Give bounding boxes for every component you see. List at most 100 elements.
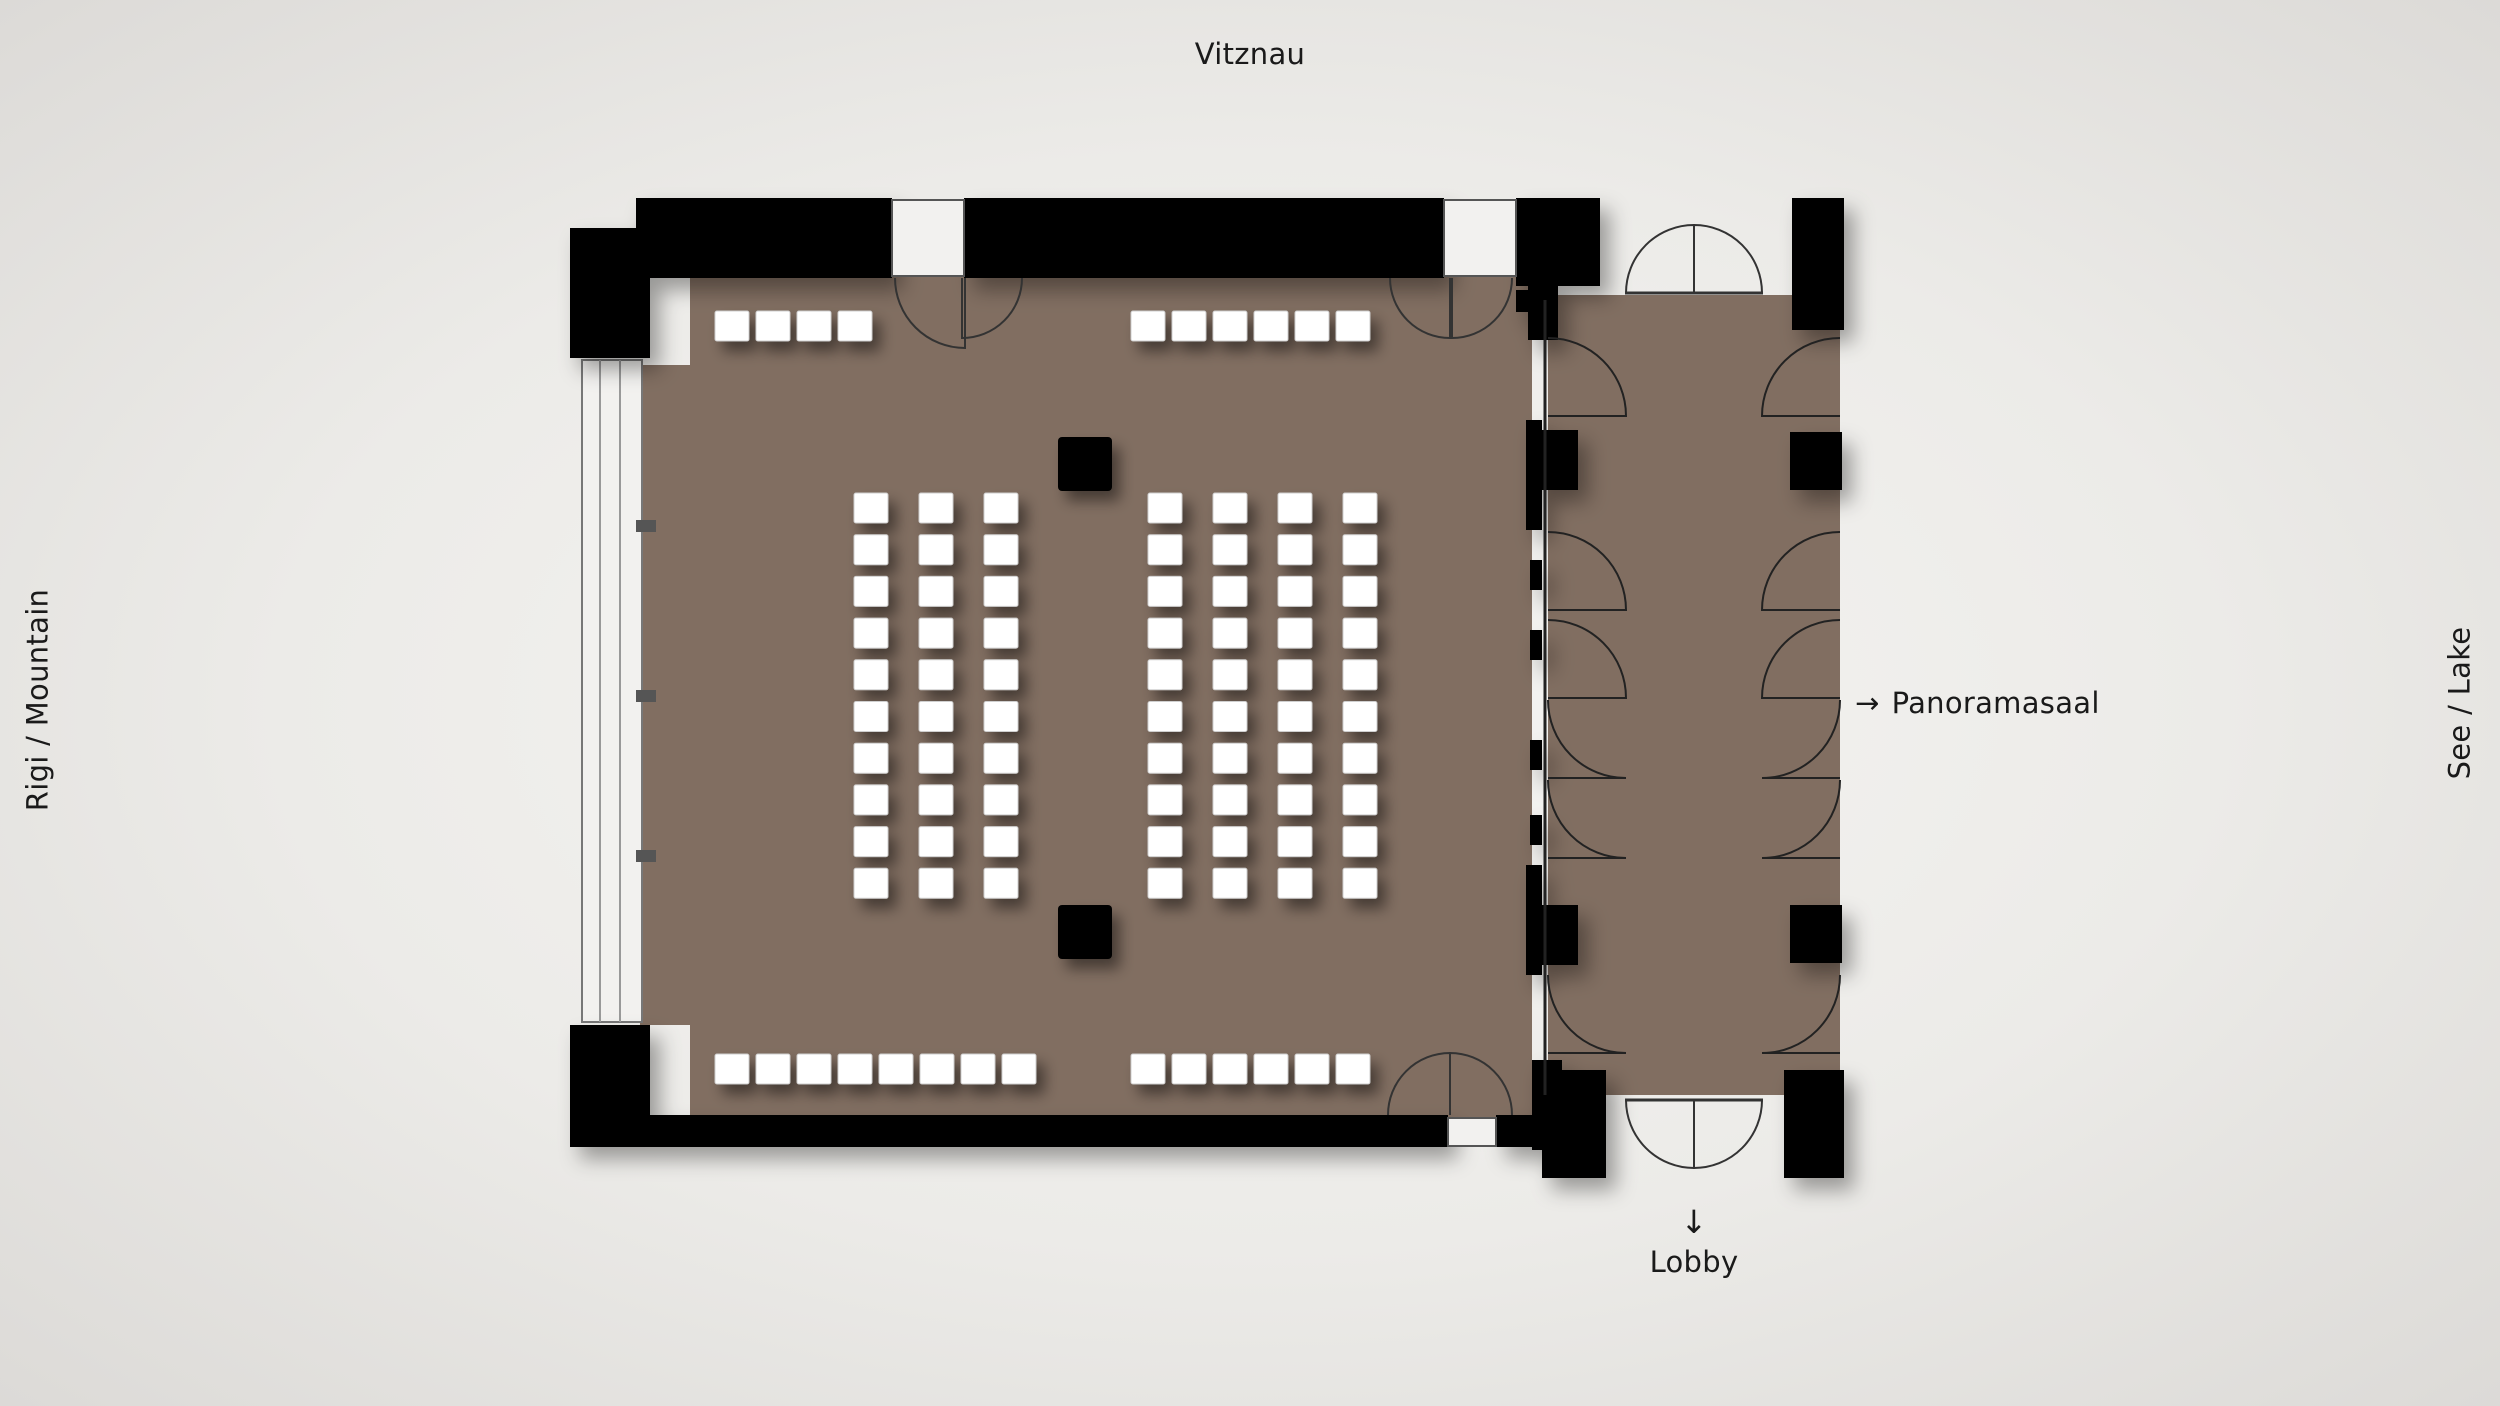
- chair: [1277, 826, 1313, 858]
- chair: [853, 784, 889, 816]
- chair: [853, 659, 889, 691]
- door-leaves-entry: [1625, 291, 1763, 1102]
- chair: [1147, 617, 1183, 649]
- chair: [853, 575, 889, 607]
- chair: [1212, 575, 1248, 607]
- chair: [1212, 742, 1248, 774]
- chair: [1253, 1053, 1289, 1085]
- chair: [1277, 617, 1313, 649]
- lobby-label: Lobby: [1649, 1245, 1739, 1279]
- chair: [755, 1053, 791, 1085]
- chair: [1212, 310, 1248, 342]
- chair: [983, 826, 1019, 858]
- chair: [1212, 867, 1248, 899]
- chair: [853, 617, 889, 649]
- chair: [1342, 534, 1378, 566]
- chair: [919, 1053, 955, 1085]
- chair: [853, 701, 889, 732]
- chair: [1147, 701, 1183, 732]
- chair: [878, 1053, 914, 1085]
- chair: [983, 617, 1019, 649]
- columns: [1058, 437, 1112, 959]
- direction-label-north: Vitznau: [1194, 37, 1306, 71]
- chair: [837, 1053, 873, 1085]
- door-swings: [894, 223, 1763, 1170]
- chair: [918, 826, 954, 858]
- chair: [1212, 826, 1248, 858]
- chair: [1147, 534, 1183, 566]
- panoramasaal-link[interactable]: → Panoramasaal: [1855, 689, 2100, 718]
- chair: [1001, 1053, 1037, 1085]
- chair: [1277, 867, 1313, 899]
- chair: [983, 742, 1019, 774]
- chair: [918, 659, 954, 691]
- chair: [1130, 1053, 1166, 1085]
- chair: [1294, 310, 1330, 342]
- chair: [714, 1053, 750, 1085]
- chair: [918, 867, 954, 899]
- main-hall-floor: [690, 275, 1532, 1125]
- west-window: [581, 359, 656, 1023]
- chair: [1342, 617, 1378, 649]
- chair: [1147, 575, 1183, 607]
- arrow-right-icon: →: [1855, 686, 1880, 720]
- chair: [1277, 534, 1313, 566]
- chair: [1253, 310, 1289, 342]
- chair: [918, 534, 954, 566]
- chair: [853, 742, 889, 774]
- chair: [983, 867, 1019, 899]
- chair: [983, 784, 1019, 816]
- chair: [1277, 492, 1313, 524]
- chair: [918, 575, 954, 607]
- chair: [1277, 742, 1313, 774]
- chair: [853, 826, 889, 858]
- chair: [1147, 742, 1183, 774]
- chair: [1147, 659, 1183, 691]
- chair: [1342, 867, 1378, 899]
- door-frames: [891, 199, 1517, 1147]
- chair: [837, 310, 873, 342]
- chair: [1277, 659, 1313, 691]
- chair: [755, 310, 791, 342]
- chair: [1342, 784, 1378, 816]
- chair: [1294, 1053, 1330, 1085]
- chair: [983, 701, 1019, 732]
- chair: [1212, 659, 1248, 691]
- lobby-link[interactable]: ↓Lobby: [1650, 1206, 1739, 1277]
- chair: [1342, 826, 1378, 858]
- chair: [1335, 310, 1371, 342]
- chair: [1342, 492, 1378, 524]
- chair: [918, 492, 954, 524]
- chair: [918, 617, 954, 649]
- chair: [918, 784, 954, 816]
- chair: [853, 492, 889, 524]
- chair: [796, 310, 832, 342]
- chair: [1277, 784, 1313, 816]
- chair: [1212, 701, 1248, 732]
- chair: [1342, 575, 1378, 607]
- chair: [1277, 575, 1313, 607]
- chair: [1130, 310, 1166, 342]
- chair: [1147, 492, 1183, 524]
- chair: [983, 575, 1019, 607]
- chair: [1171, 1053, 1207, 1085]
- chair: [960, 1053, 996, 1085]
- chair: [1342, 701, 1378, 732]
- foyer-door-swings: [1547, 337, 1841, 1054]
- chair: [1342, 659, 1378, 691]
- chair: [918, 701, 954, 732]
- chair: [1335, 1053, 1371, 1085]
- chair: [1171, 310, 1207, 342]
- panoramasaal-label: Panoramasaal: [1891, 686, 2100, 720]
- chair: [714, 310, 750, 342]
- chair: [1147, 867, 1183, 899]
- chair: [1212, 1053, 1248, 1085]
- chair: [796, 1053, 832, 1085]
- chair: [1212, 784, 1248, 816]
- chair: [1212, 492, 1248, 524]
- chair: [983, 534, 1019, 566]
- chair: [853, 867, 889, 899]
- chair: [1212, 617, 1248, 649]
- door-openings: [892, 200, 1516, 1146]
- walls: [570, 198, 1844, 1178]
